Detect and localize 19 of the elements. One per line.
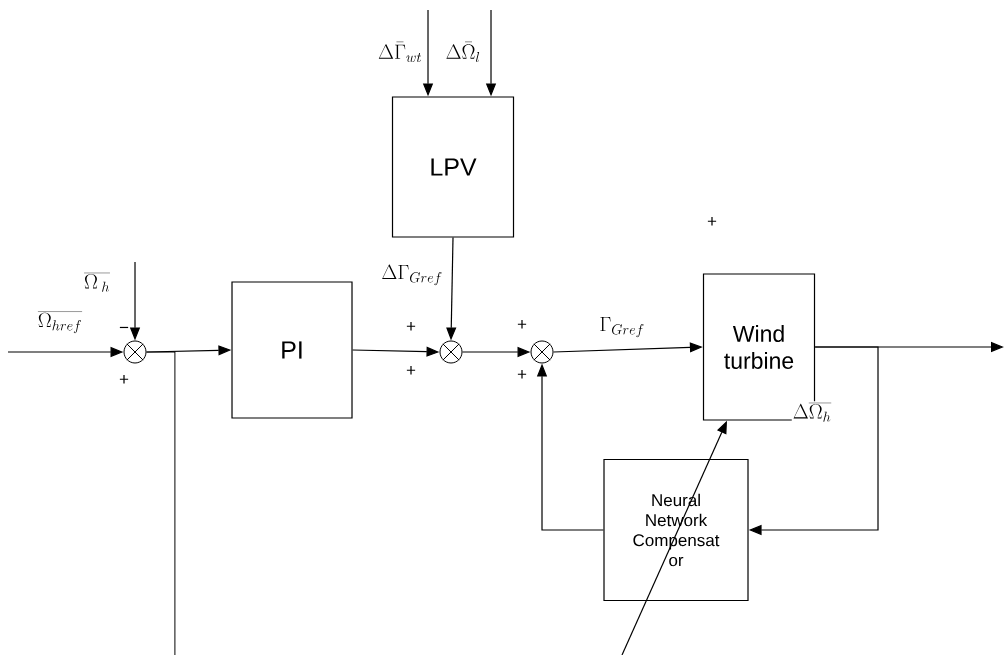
sign-label: + (517, 370, 527, 379)
block-box: PI (231, 281, 353, 419)
summing-junction (123, 340, 147, 364)
sign-label: − (119, 326, 129, 329)
edge-label: $\overline{\Omega_{href}}$ (36, 309, 84, 335)
sign-label: + (517, 320, 527, 329)
sign-label: + (406, 322, 416, 331)
sign-label: + (119, 375, 129, 384)
edge-label: $\Delta\overline{\Omega_{h}}$ (791, 401, 833, 423)
edge-label: $\Delta\bar{\Gamma}_{wt}$ (377, 41, 423, 63)
edge-label: $\Delta\bar{\Omega}_{l}$ (444, 41, 482, 63)
edge-label: $\Delta\Gamma_{Gref}$ (380, 263, 444, 287)
sign-label: + (707, 217, 717, 226)
sign-label: + (406, 366, 416, 375)
edge-label: $\Gamma_{Gref}$ (598, 315, 646, 339)
summing-junction (530, 340, 554, 364)
edge-label: $\overline{\Omega\,_{h}}$ (83, 271, 111, 293)
summing-junction (439, 340, 463, 364)
block-box: LPV (391, 96, 515, 238)
